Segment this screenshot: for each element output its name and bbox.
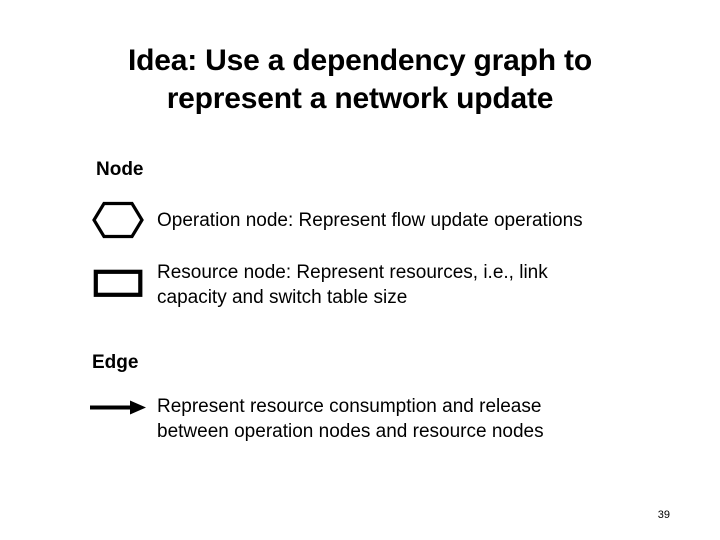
resource-node-description-line-1: Resource node: Represent resources, i.e.…	[157, 262, 548, 283]
rectangle-icon	[92, 268, 146, 299]
edge-description-line-2: between operation nodes and resource nod…	[157, 421, 544, 442]
node-section-heading: Node	[96, 159, 144, 180]
edge-description: Represent resource consumption and relea…	[157, 394, 677, 444]
page-title: Idea: Use a dependency graph to represen…	[60, 42, 660, 118]
page-number: 39	[657, 509, 670, 521]
operation-node-description-line-1: Operation node: Represent flow update op…	[157, 210, 583, 231]
resource-node-description: Resource node: Represent resources, i.e.…	[157, 260, 677, 310]
edge-description-line-1: Represent resource consumption and relea…	[157, 396, 542, 417]
page-title-line-2: represent a network update	[166, 82, 554, 115]
operation-node-description: Operation node: Represent flow update op…	[157, 208, 677, 233]
page-title-line-1: Idea: Use a dependency graph to	[128, 44, 592, 77]
arrow-right-icon	[88, 398, 148, 418]
resource-node-description-line-2: capacity and switch table size	[157, 287, 408, 308]
edge-section-heading: Edge	[92, 352, 139, 373]
hexagon-icon	[92, 201, 144, 239]
